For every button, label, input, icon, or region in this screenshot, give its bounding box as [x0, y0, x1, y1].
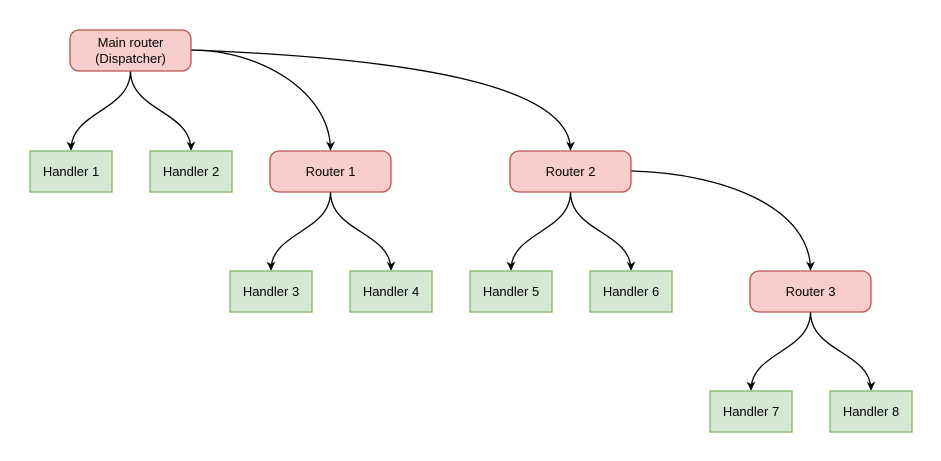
edge-main-router-to-handler-2	[129, 70, 196, 151]
edge-main-router-to-router-1	[190, 49, 335, 151]
edge-router-1-to-handler-3	[266, 191, 332, 271]
main-router-label-line2: (Dispatcher)	[95, 51, 166, 66]
edge-router-2-to-router-3	[630, 170, 815, 271]
router-3-box	[749, 270, 872, 313]
node-router-3: Router 3	[749, 270, 872, 313]
handler-3-box	[229, 270, 313, 313]
handler-4-label: Handler 4	[363, 284, 419, 299]
router-1-box	[269, 150, 392, 193]
node-handler-8: Handler 8	[829, 390, 913, 433]
node-handler-6: Handler 6	[589, 270, 673, 313]
handler-3-label: Handler 3	[243, 284, 299, 299]
node-handler-3: Handler 3	[229, 270, 313, 313]
handler-2-box	[149, 150, 233, 193]
main-router-box	[69, 29, 192, 72]
node-main-router: Main router (Dispatcher)	[69, 29, 192, 72]
handler-7-box	[709, 390, 793, 433]
node-handler-5: Handler 5	[469, 270, 553, 313]
router-3-label: Router 3	[786, 284, 836, 299]
handler-6-box	[589, 270, 673, 313]
handler-6-label: Handler 6	[603, 284, 659, 299]
edges-layer	[66, 49, 876, 391]
router-1-label: Router 1	[306, 164, 356, 179]
edge-router-2-to-handler-6	[569, 191, 636, 271]
node-router-2: Router 2	[509, 150, 632, 193]
router-2-box	[509, 150, 632, 193]
edge-router-3-to-handler-8	[809, 311, 876, 391]
edge-main-router-to-handler-1	[66, 70, 132, 151]
edge-router-2-to-handler-5	[506, 191, 572, 271]
node-handler-2: Handler 2	[149, 150, 233, 193]
node-router-1: Router 1	[269, 150, 392, 193]
router-2-label: Router 2	[546, 164, 596, 179]
handler-8-box	[829, 390, 913, 433]
edge-router-1-to-handler-4	[329, 191, 396, 271]
handler-1-label: Handler 1	[43, 164, 99, 179]
handler-7-label: Handler 7	[723, 404, 779, 419]
handler-5-label: Handler 5	[483, 284, 539, 299]
handler-4-box	[349, 270, 433, 313]
handler-1-box	[29, 150, 113, 193]
edge-main-router-to-router-2	[190, 49, 575, 151]
handler-8-label: Handler 8	[843, 404, 899, 419]
handler-2-label: Handler 2	[163, 164, 219, 179]
main-router-label-line1: Main router	[98, 35, 164, 50]
node-handler-7: Handler 7	[709, 390, 793, 433]
edge-router-3-to-handler-7	[746, 311, 812, 391]
node-handler-1: Handler 1	[29, 150, 113, 193]
node-handler-4: Handler 4	[349, 270, 433, 313]
handler-5-box	[469, 270, 553, 313]
